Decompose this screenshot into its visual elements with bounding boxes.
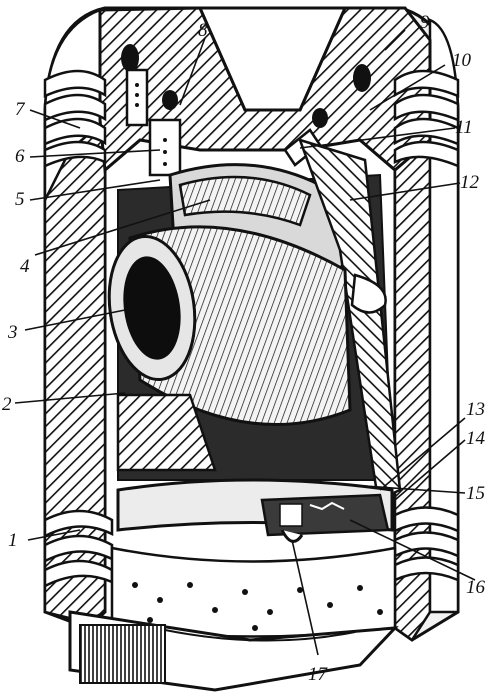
label-17: 17: [308, 664, 329, 685]
lower-ring-grooves-left: [43, 509, 114, 589]
insert-bushings: [125, 68, 322, 177]
piston-crown: [98, 6, 432, 174]
label-7: 7: [15, 99, 26, 120]
label-1: 1: [8, 530, 18, 551]
callout-labels: 1 2 3 4 5 6 7 8 9 10 11 12 13 14 15 16 1…: [2, 12, 486, 685]
label-3: 3: [7, 322, 18, 343]
label-12: 12: [460, 172, 480, 193]
label-10: 10: [452, 50, 472, 71]
label-16: 16: [466, 577, 486, 598]
lower-support-block: [116, 393, 217, 472]
label-8: 8: [198, 20, 208, 41]
label-9: 9: [420, 12, 430, 33]
label-5: 5: [15, 189, 25, 210]
label-6: 6: [15, 146, 25, 167]
label-4: 4: [20, 256, 30, 277]
piston-pin: [107, 225, 387, 427]
label-11: 11: [455, 117, 473, 138]
label-14: 14: [466, 428, 486, 449]
leader-lines: [14, 29, 476, 656]
lower-ring-grooves-right: [393, 506, 460, 582]
label-15: 15: [466, 483, 485, 504]
label-2: 2: [2, 394, 12, 415]
upper-ring-grooves-left: [43, 69, 107, 168]
label-13: 13: [466, 399, 485, 420]
lower-retaining-plate: [116, 478, 394, 543]
skirt-base: [68, 546, 399, 692]
